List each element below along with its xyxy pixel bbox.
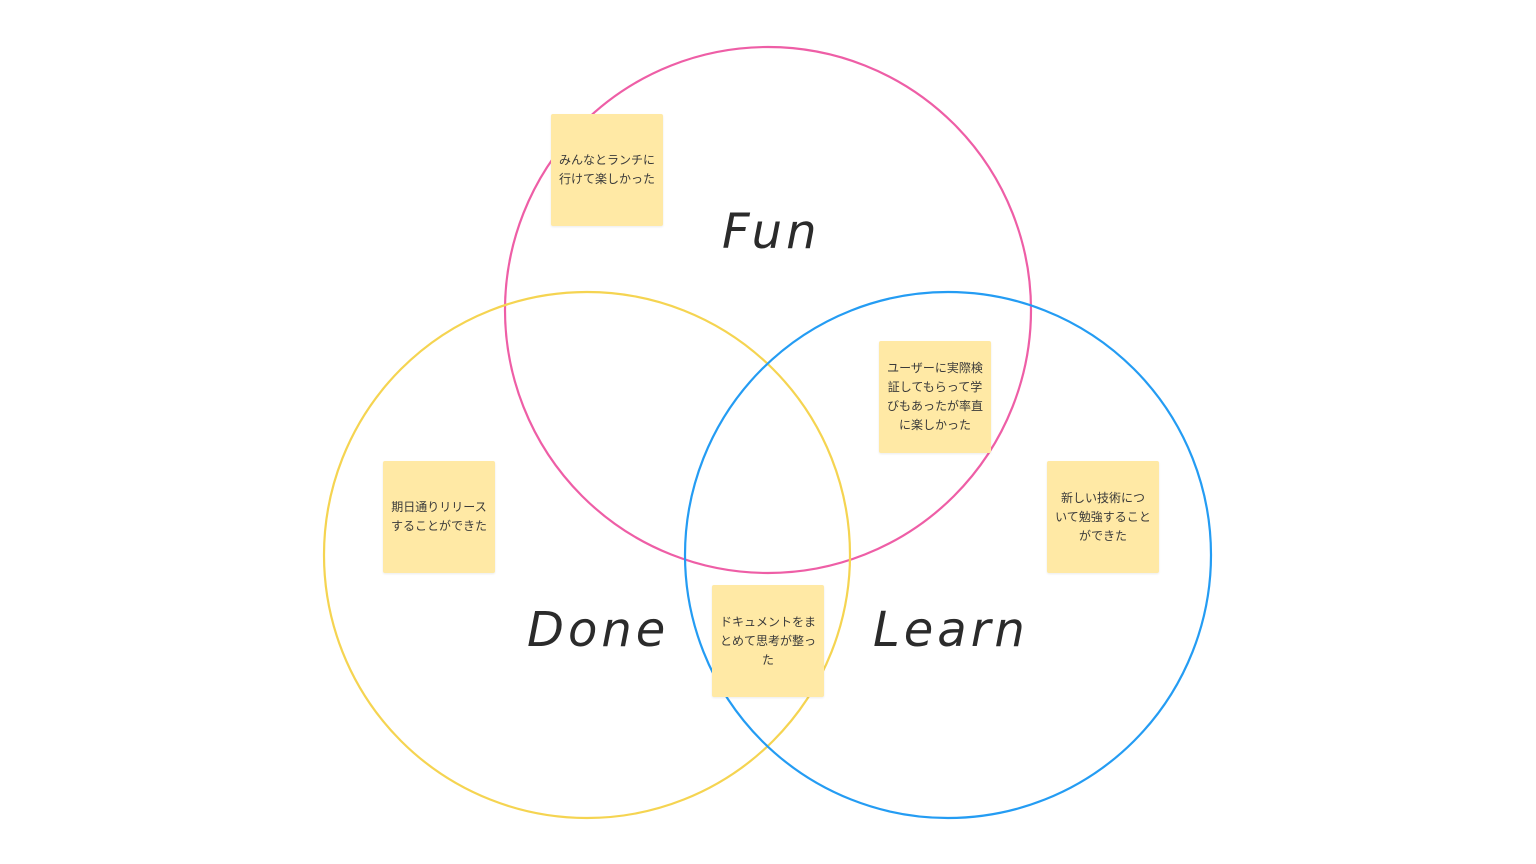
done-circle	[322, 290, 852, 820]
sticky-note-text: ドキュメントをまとめて思考が整った	[720, 614, 817, 667]
sticky-note-fun-learn[interactable]: ユーザーに実際検証してもらって学びもあったが率直に楽しかった	[879, 341, 991, 453]
sticky-note-fun[interactable]: みんなとランチに行けて楽しかった	[551, 114, 663, 226]
sticky-note-learn[interactable]: 新しい技術について勉強することができた	[1047, 461, 1159, 573]
learn-label: Learn	[873, 602, 1029, 658]
sticky-note-text: ユーザーに実際検証してもらって学びもあったが率直に楽しかった	[887, 361, 984, 432]
sticky-note-text: みんなとランチに行けて楽しかった	[559, 153, 656, 186]
sticky-note-text: 新しい技術について勉強することができた	[1055, 490, 1151, 543]
sticky-note-done-learn[interactable]: ドキュメントをまとめて思考が整った	[712, 585, 824, 697]
sticky-note-done[interactable]: 期日通りリリースすることができた	[383, 461, 495, 573]
learn-circle	[683, 290, 1213, 820]
fun-label: Fun	[722, 204, 821, 260]
fun-circle	[503, 45, 1033, 575]
done-label: Done	[527, 602, 670, 658]
sticky-note-text: 期日通りリリースすることができた	[391, 500, 488, 533]
